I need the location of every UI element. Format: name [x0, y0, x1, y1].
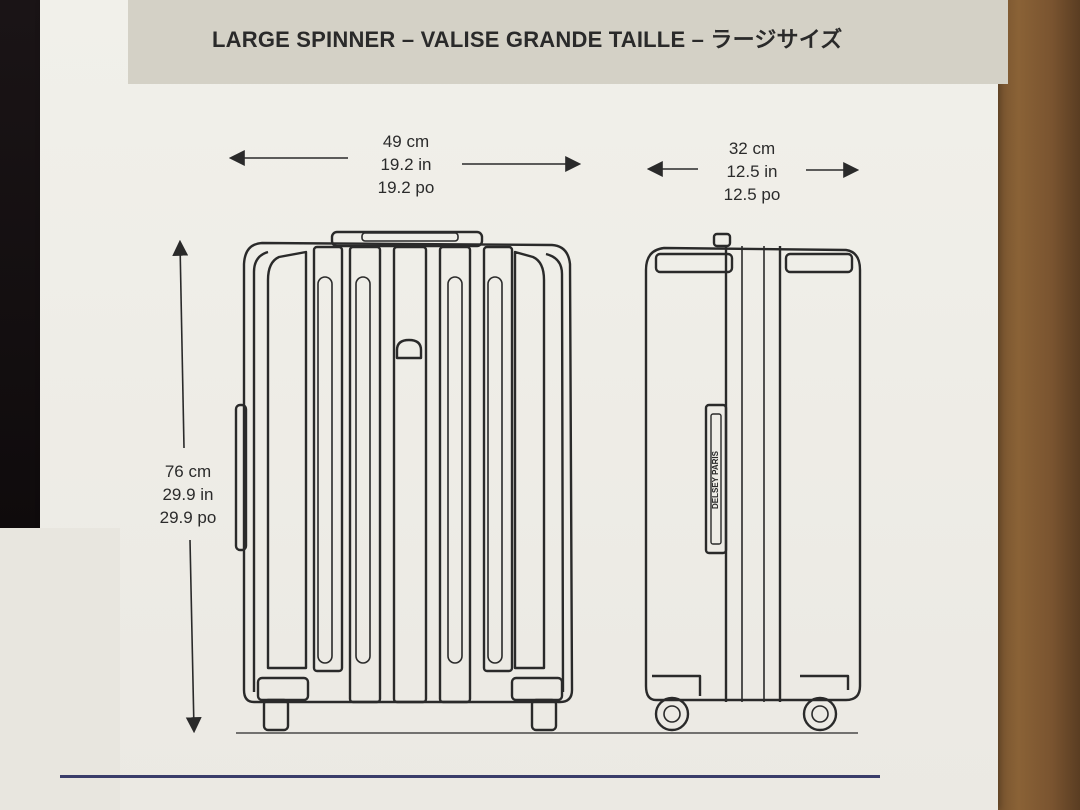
- box-face-lower: [0, 528, 120, 810]
- width-arrow: [228, 150, 582, 172]
- height-arrow: [172, 239, 202, 734]
- width-cm: 49 cm: [382, 132, 430, 151]
- wood-door-background: [985, 0, 1080, 810]
- width-po: 19.2 po: [377, 178, 435, 197]
- width-in: 19.2 in: [380, 155, 432, 174]
- brand-plate-text: DELSEY PARIS: [711, 450, 720, 509]
- width-dimension-label: 49 cm 19.2 in 19.2 po: [360, 130, 452, 199]
- height-in: 29.9 in: [162, 485, 214, 504]
- product-title: LARGE SPINNER – VALISE GRANDE TAILLE – ラ…: [212, 27, 843, 52]
- depth-arrow: [646, 161, 860, 178]
- depth-cm: 32 cm: [728, 139, 776, 158]
- height-po: 29.9 po: [159, 508, 217, 527]
- side-view-suitcase: [644, 232, 862, 732]
- bottom-rule: [60, 775, 880, 778]
- height-dimension-label: 76 cm 29.9 in 29.9 po: [142, 460, 234, 529]
- depth-in: 12.5 in: [726, 162, 778, 181]
- height-cm: 76 cm: [164, 462, 212, 481]
- depth-po: 12.5 po: [723, 185, 781, 204]
- front-view-suitcase: [234, 230, 574, 732]
- title-band: [128, 0, 1008, 84]
- depth-dimension-label: 32 cm 12.5 in 12.5 po: [706, 137, 798, 206]
